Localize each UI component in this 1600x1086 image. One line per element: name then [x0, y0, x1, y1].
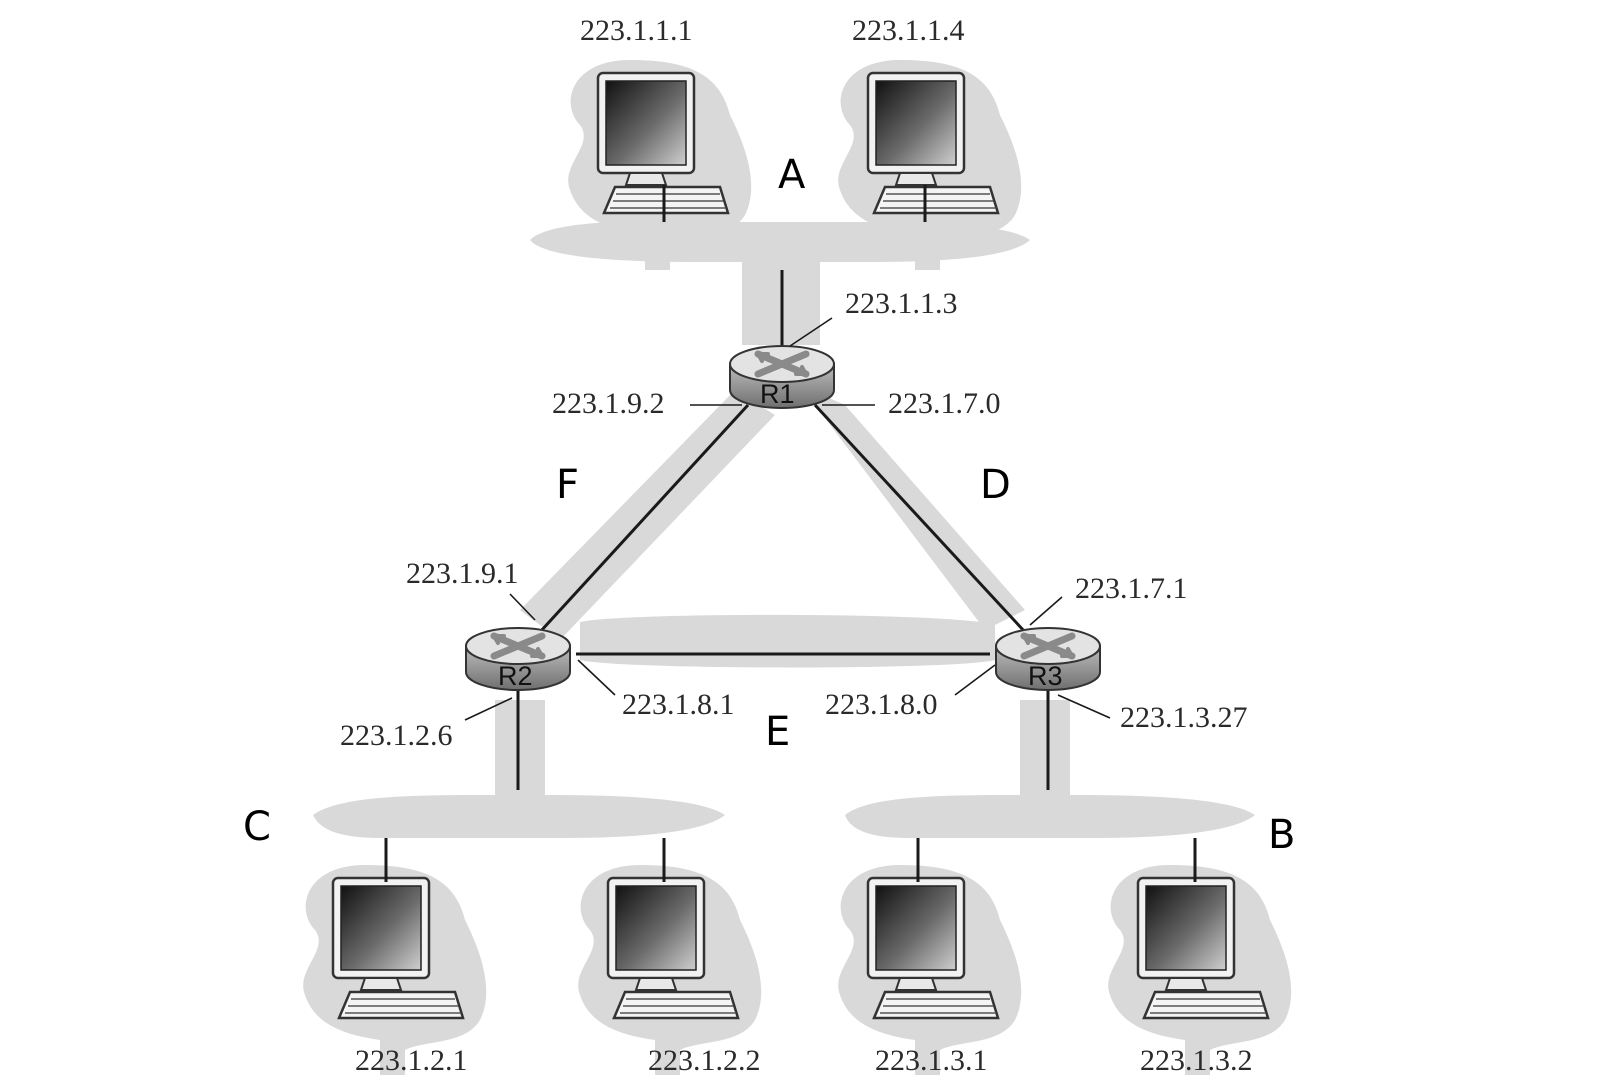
host-c1-ip: 223.1.2.1: [355, 1044, 468, 1077]
link-d-shade: [800, 385, 1025, 630]
link-e-shade: [580, 614, 995, 668]
r3-interface-e-ip: 223.1.8.0: [825, 688, 938, 721]
host-drop-lines: [384, 185, 1197, 882]
interface-leader-lines: [464, 317, 1111, 721]
router-r3-label: R3: [1028, 661, 1063, 691]
r2-interface-c-ip: 223.1.2.6: [340, 719, 453, 752]
router-r2-label: R2: [498, 661, 533, 691]
router-r1-label: R1: [760, 379, 795, 409]
subnet-label-f: F: [556, 462, 579, 508]
subnet-label-b: B: [1268, 812, 1295, 858]
r1-interface-a-ip: 223.1.1.3: [845, 287, 958, 320]
subnet-label-a: A: [778, 152, 806, 198]
r2-interface-f-ip: 223.1.9.1: [406, 557, 519, 590]
subnet-label-c: C: [243, 804, 271, 850]
router-links: [516, 270, 1050, 790]
host-b1-ip: 223.1.3.1: [875, 1044, 988, 1077]
r3-interface-b-ip: 223.1.3.27: [1120, 701, 1248, 734]
host-a1-ip: 223.1.1.1: [580, 14, 693, 47]
r1-interface-f-ip: 223.1.9.2: [552, 387, 665, 420]
r2-interface-e-ip: 223.1.8.1: [622, 688, 735, 721]
subnet-label-d: D: [980, 462, 1011, 508]
host-a2-ip: 223.1.1.4: [852, 14, 965, 47]
r1-interface-d-ip: 223.1.7.0: [888, 387, 1001, 420]
subnet-label-e: E: [765, 709, 790, 755]
r3-interface-d-ip: 223.1.7.1: [1075, 572, 1188, 605]
subnet-b-bus: [845, 700, 1255, 838]
host-c2-ip: 223.1.2.2: [648, 1044, 761, 1077]
host-b2-ip: 223.1.3.2: [1140, 1044, 1253, 1077]
